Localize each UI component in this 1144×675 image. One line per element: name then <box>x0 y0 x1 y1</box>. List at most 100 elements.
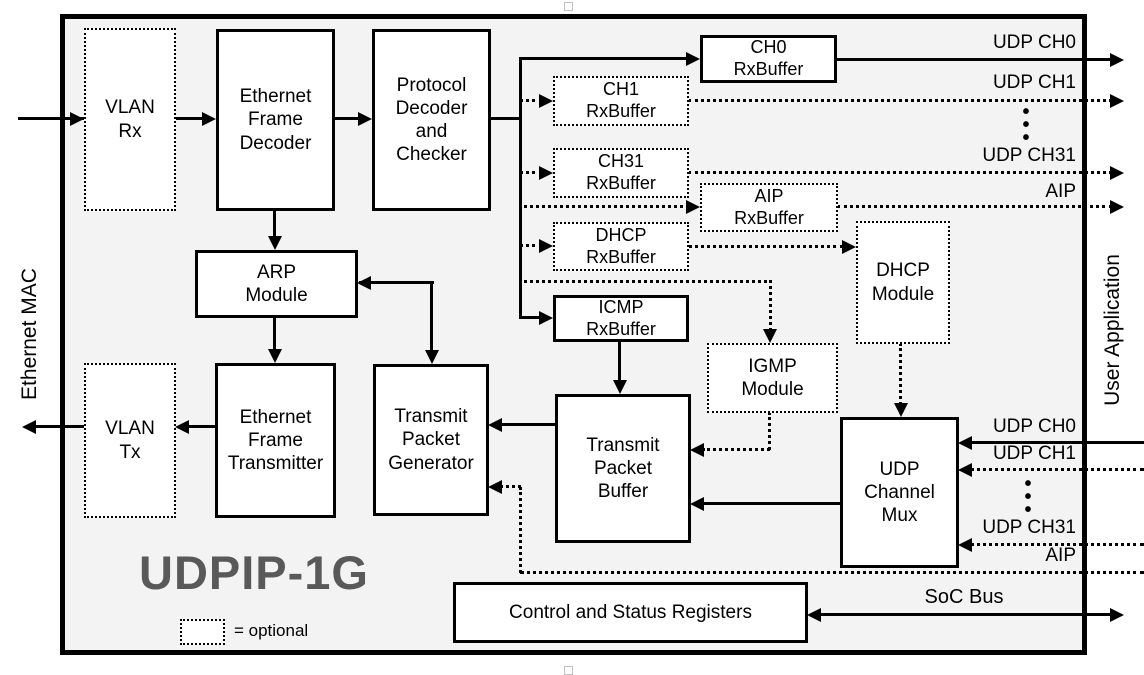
block-ethernet-frame-decoder: Ethernet Frame Decoder <box>216 29 335 211</box>
connector-decoder-to-protocol <box>334 117 364 120</box>
arrowhead-aip-out <box>1110 200 1124 214</box>
arrowhead-into-protocol <box>358 112 372 126</box>
block-protocol-decoder-checker: Protocol Decoder and Checker <box>372 29 491 211</box>
connector-icmp-to-buffer <box>618 341 621 382</box>
arrowhead-into-igmp <box>763 329 777 343</box>
arrowhead-into-buffer-top <box>613 380 627 394</box>
arrowhead-udpch31-out <box>1110 166 1124 180</box>
block-transmit-packet-generator: Transmit Packet Generator <box>373 364 489 516</box>
port-label-soc-bus: SoC Bus <box>924 586 1004 608</box>
connector-dhcprx-to-dhcpmodule <box>688 245 844 248</box>
block-label: Control and Status Registers <box>509 601 752 623</box>
port-label-udp-ch0-in: UDP CH0 <box>992 416 1076 437</box>
connector-mux-to-buffer <box>702 502 840 505</box>
connector-dhcpmodule-to-mux <box>899 343 902 405</box>
arrowhead-socbus-out <box>1110 608 1124 622</box>
arrowhead-udpch1-into-mux <box>958 463 972 477</box>
arrowhead-mac-tx-out <box>22 420 36 434</box>
connector-aip-in-to-generator <box>500 485 521 488</box>
port-label-udp-ch0-out: UDP CH0 <box>992 32 1076 53</box>
arrowhead-socbus-into-registers <box>807 608 821 622</box>
connector-trunk-to-ch1 <box>519 99 543 102</box>
legend-optional-label: = optional <box>234 621 309 640</box>
connector-buffer-to-generator <box>500 423 555 426</box>
connector-trunk-to-ch0 <box>519 57 689 60</box>
block-label: Transmit Packet Generator <box>388 406 474 474</box>
selection-handle-top[interactable] <box>564 2 573 11</box>
block-label: Ethernet Frame Transmitter <box>227 406 324 475</box>
connector-trunk-to-igmp-v <box>769 280 772 331</box>
block-arp-module: ARP Module <box>195 250 358 318</box>
block-label: ICMP RxBuffer <box>586 296 656 339</box>
connector-arp-to-transmitter <box>273 317 276 351</box>
connector-aip-in-v <box>519 487 522 573</box>
side-label-user-application: User Application <box>1101 254 1124 406</box>
connector-vlantx-out <box>34 425 84 428</box>
arrowhead-into-vlanrx <box>70 112 84 126</box>
block-label: DHCP RxBuffer <box>586 224 656 267</box>
arrowhead-into-icmp <box>539 311 553 325</box>
arrowhead-udpch1-out <box>1110 94 1124 108</box>
arrowhead-mux-into-buffer <box>690 497 704 511</box>
block-label: CH31 RxBuffer <box>586 151 656 193</box>
connector-trunk-to-dhcprx <box>519 244 543 247</box>
port-label-aip-out: AIP <box>1045 181 1076 202</box>
connector-udpch0-in <box>970 441 1144 444</box>
block-control-status-registers: Control and Status Registers <box>453 582 808 643</box>
connector-ch0-out <box>836 58 1112 61</box>
connector-generator-arp-v <box>430 282 433 352</box>
block-label: ARP Module <box>245 261 308 306</box>
block-label: UDP Channel Mux <box>864 458 935 527</box>
block-label: Ethernet Frame Decoder <box>239 86 312 154</box>
arrowhead-udpch0-out <box>1110 53 1124 67</box>
arrowhead-into-dhcpmodule <box>842 240 856 254</box>
connector-aip-out <box>837 205 1112 208</box>
arrowhead-into-mux-top <box>894 403 908 417</box>
connector-aip-in-h <box>520 571 1144 574</box>
block-label: AIP RxBuffer <box>734 185 804 228</box>
block-ch0-rxbuffer: CH0 RxBuffer <box>700 35 837 83</box>
selection-handle-bottom[interactable] <box>564 666 573 675</box>
block-label: CH0 RxBuffer <box>733 37 804 79</box>
connector-decoder-to-arp <box>273 210 276 238</box>
connector-transmitter-to-vlantx <box>187 425 215 428</box>
arrowhead-into-decoder <box>202 112 216 126</box>
block-label: IGMP Module <box>741 355 804 400</box>
block-ch1-rxbuffer: CH1 RxBuffer <box>553 76 689 126</box>
arrowhead-into-arp-top <box>268 236 282 250</box>
block-label: CH1 RxBuffer <box>586 79 656 121</box>
block-vlan-tx: VLAN Tx <box>84 363 176 518</box>
side-label-ethernet-mac: Ethernet MAC <box>18 268 41 400</box>
arrowhead-udpch0-into-mux <box>958 436 972 450</box>
port-label-udp-ch31-out: UDP CH31 <box>982 145 1076 166</box>
connector-udpch31-in <box>970 543 1144 546</box>
block-vlan-rx: VLAN Rx <box>84 28 176 211</box>
arrowhead-igmp-into-buffer <box>690 443 704 457</box>
diagram-title: UDPIP-1G <box>139 546 369 599</box>
connector-vlanrx-to-decoder <box>175 117 207 120</box>
connector-igmp-to-buffer-h <box>702 448 770 451</box>
connector-igmp-to-buffer-v <box>768 412 771 450</box>
connector-mac-rx-in <box>18 117 84 120</box>
block-ethernet-frame-transmitter: Ethernet Frame Transmitter <box>215 363 336 518</box>
connector-udpch1-in <box>970 468 1144 471</box>
block-label: Protocol Decoder and Checker <box>395 74 468 166</box>
block-dhcp-rxbuffer: DHCP RxBuffer <box>553 222 689 271</box>
connector-rx-trunk <box>519 57 522 319</box>
connector-trunk-to-igmp-h <box>519 280 772 283</box>
connector-trunk-to-icmp <box>519 316 543 319</box>
arrowhead-into-dhcprx <box>539 239 553 253</box>
arrowhead-into-aiprx <box>686 200 700 214</box>
block-icmp-rxbuffer: ICMP RxBuffer <box>553 295 689 342</box>
port-label-udp-ch1-out: UDP CH1 <box>992 72 1076 93</box>
arrowhead-into-generator-right <box>488 418 502 432</box>
connector-soc-bus <box>819 613 1112 616</box>
arrowhead-aip-into-generator <box>488 480 502 494</box>
port-label-udp-ch31-in: UDP CH31 <box>982 517 1076 538</box>
port-label-aip-in: AIP <box>1045 545 1076 566</box>
ellipsis-icon: • • • <box>1022 101 1030 149</box>
block-label: VLAN Tx <box>105 418 155 463</box>
connector-trunk-to-ch31 <box>519 171 543 174</box>
connector-ch31-out <box>688 171 1112 174</box>
